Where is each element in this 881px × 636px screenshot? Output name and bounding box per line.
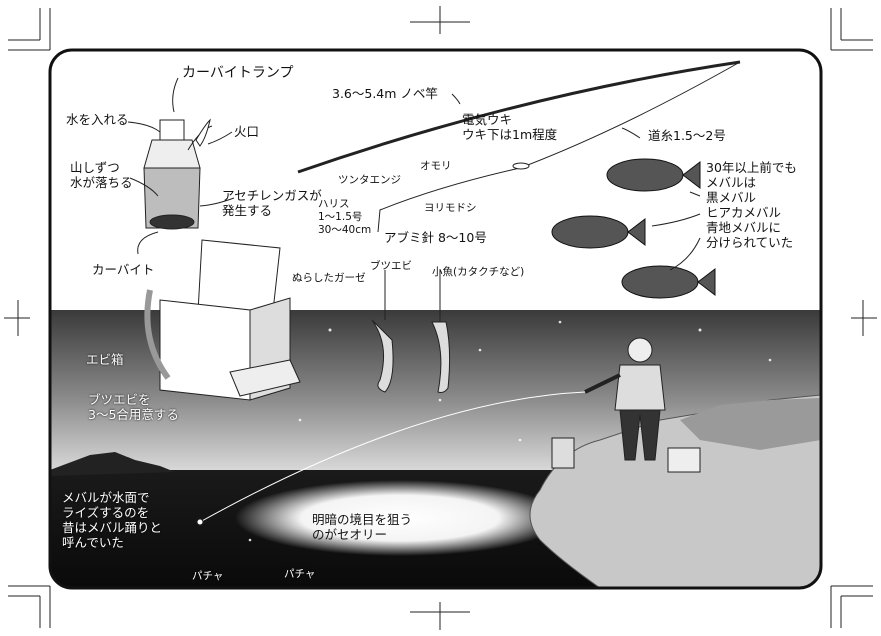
label-drip: 山しずつ水が落ちる — [70, 160, 133, 190]
cooler — [144, 239, 301, 401]
label-shrimp: ブツエビ — [370, 260, 412, 272]
mebaru-fish — [551, 158, 716, 299]
label-splash-2: パチャ — [284, 568, 316, 580]
label-mebaru-note: 30年以上前でもメバルは 黒メバルヒアカメバル 青地メバルに分けられていた — [706, 160, 797, 250]
label-rod: 3.6～5.4m ノベ竿 — [332, 86, 438, 101]
label-small-fish: 小魚(カタクチなど) — [432, 266, 525, 278]
carbide-lamp — [143, 118, 213, 230]
label-mebaru-rise: メバルが水面でライズするのを 昔はメバル踊りと呼んでいた — [62, 490, 163, 550]
angler-figure — [584, 337, 666, 461]
label-put-water: 水を入れる — [66, 112, 129, 127]
label-acetylene: アセチレンガスが発生する — [222, 188, 322, 218]
label-boundary-theory: 明暗の境目を狙うのがセオリー — [312, 512, 413, 542]
label-hook: アブミ針 8～10号 — [384, 230, 487, 245]
label-tsuntaenji: ツンタエンジ — [338, 174, 401, 186]
label-carbide-lamp: カーバイトランプ — [182, 65, 294, 81]
label-bait-box: エビ箱 — [86, 352, 124, 367]
label-flame: 火口 — [234, 124, 260, 139]
bait-illustrations — [371, 270, 451, 393]
label-swivel: ヨリモドシ — [424, 202, 477, 214]
label-sinker: オモリ — [420, 160, 452, 172]
label-wet-gauze: ぬらしたガーゼ — [292, 272, 366, 284]
leader-lines — [127, 77, 701, 271]
label-mainline: 道糸1.5～2号 — [648, 128, 726, 143]
crop-marks — [4, 6, 877, 630]
label-float: 電気ウキウキ下は1m程度 — [462, 112, 558, 142]
label-splash-1: パチャ — [192, 570, 224, 582]
label-carbide: カーバイト — [92, 262, 155, 277]
